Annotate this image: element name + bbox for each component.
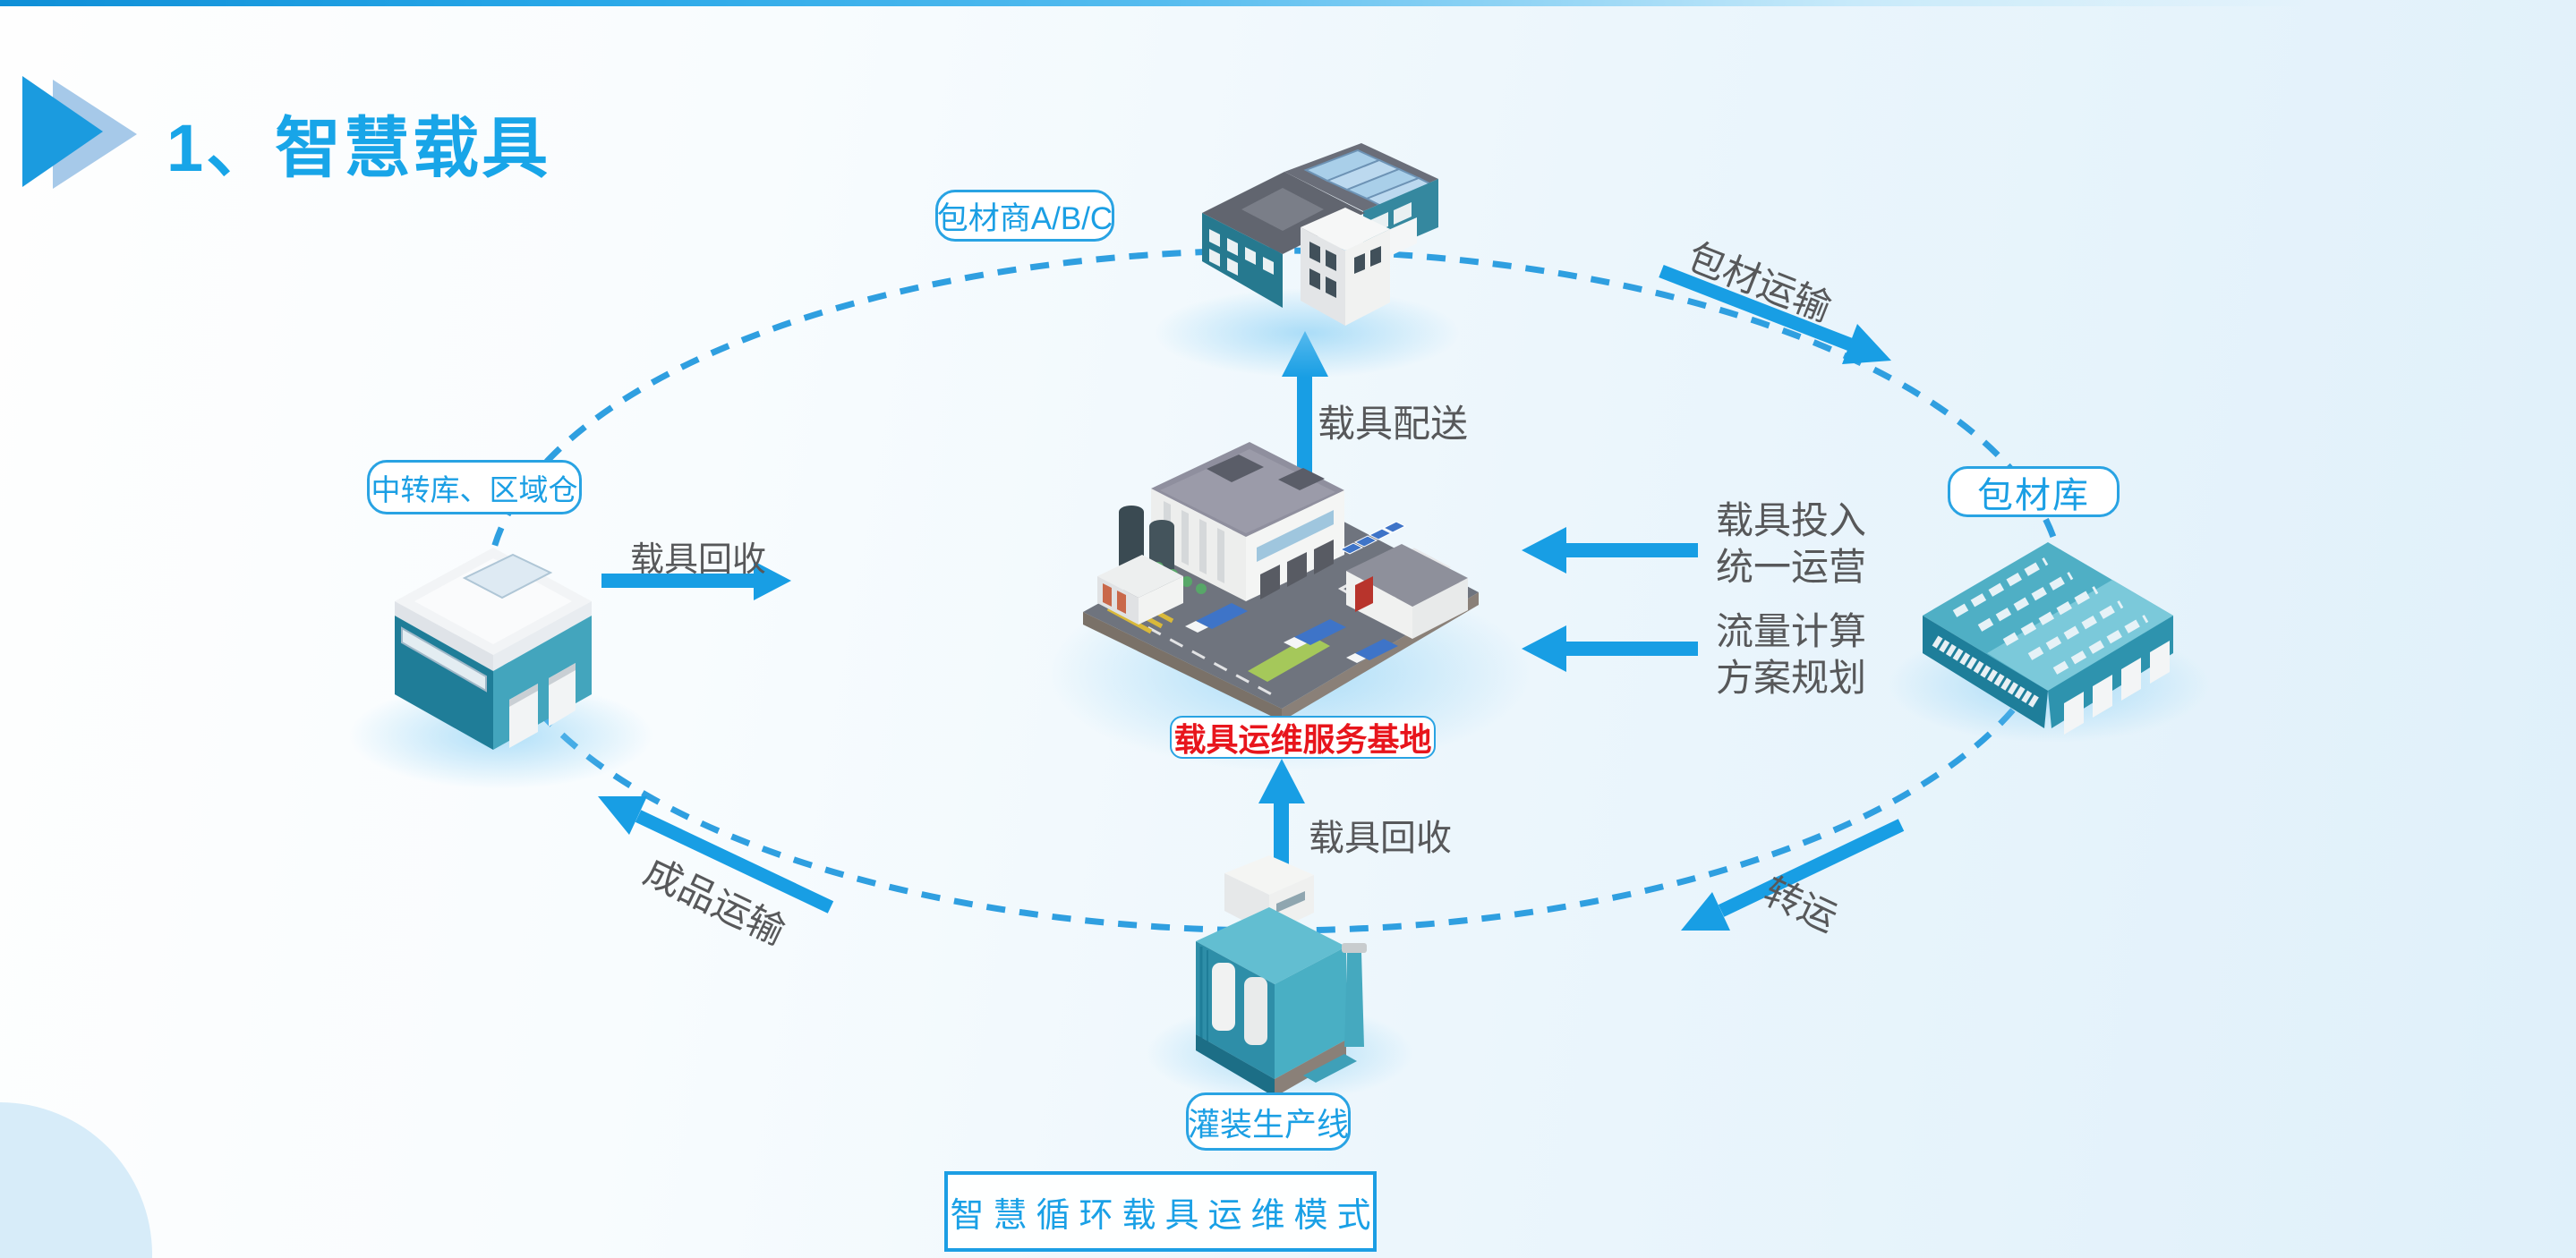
node-label-packaging-warehouse: 包材库 — [1948, 466, 2120, 517]
building-illustration-supplier — [1202, 143, 1438, 326]
building-illustration-transfer-warehouse — [395, 548, 592, 750]
arrow-planning-left — [1565, 642, 1698, 656]
arrow-recycle-up — [1274, 800, 1289, 868]
arrow-transfer — [1718, 819, 1905, 917]
arrow-packaging-transport — [1659, 265, 1853, 351]
truck-illustration — [1185, 603, 1398, 663]
flow-label-investment: 载具投入 统一运营 — [1716, 497, 1866, 591]
bottom-banner: 智慧循环载具运维模式 — [944, 1171, 1377, 1252]
flow-label-delivery: 载具配送 — [1318, 403, 1469, 445]
node-label-filling-line: 灌装生产线 — [1186, 1092, 1351, 1151]
flow-label-planning-line2: 方案规划 — [1716, 657, 1867, 699]
arrow-finished-transport — [635, 810, 834, 914]
building-illustration-packaging-warehouse — [1923, 542, 2173, 735]
node-label-transfer-warehouse: 中转库、区域仓 — [367, 460, 582, 514]
top-gradient-bar — [0, 0, 2576, 6]
arrow-recycle-right — [601, 574, 755, 588]
node-label-supplier: 包材商A/B/C — [935, 190, 1114, 242]
node-label-service-base: 载具运维服务基地 — [1170, 716, 1436, 759]
double-triangle-icon — [22, 76, 137, 189]
flow-label-planning-line1: 流量计算 — [1716, 610, 1867, 652]
building-illustration-filling-line — [1196, 855, 1367, 1097]
flow-label-planning: 流量计算 方案规划 — [1716, 608, 1866, 701]
arrow-delivery-up — [1297, 372, 1312, 489]
arrow-investment-left — [1565, 543, 1698, 557]
building-illustration-service-base — [1083, 442, 1479, 721]
flow-label-recycle-left: 载具回收 — [630, 541, 767, 579]
flow-label-recycle-bottom: 载具回收 — [1309, 819, 1452, 858]
page-title: 1、智慧载具 — [166, 111, 551, 185]
flow-label-investment-line1: 载具投入 — [1716, 499, 1867, 541]
flow-label-investment-line2: 统一运营 — [1716, 546, 1867, 588]
